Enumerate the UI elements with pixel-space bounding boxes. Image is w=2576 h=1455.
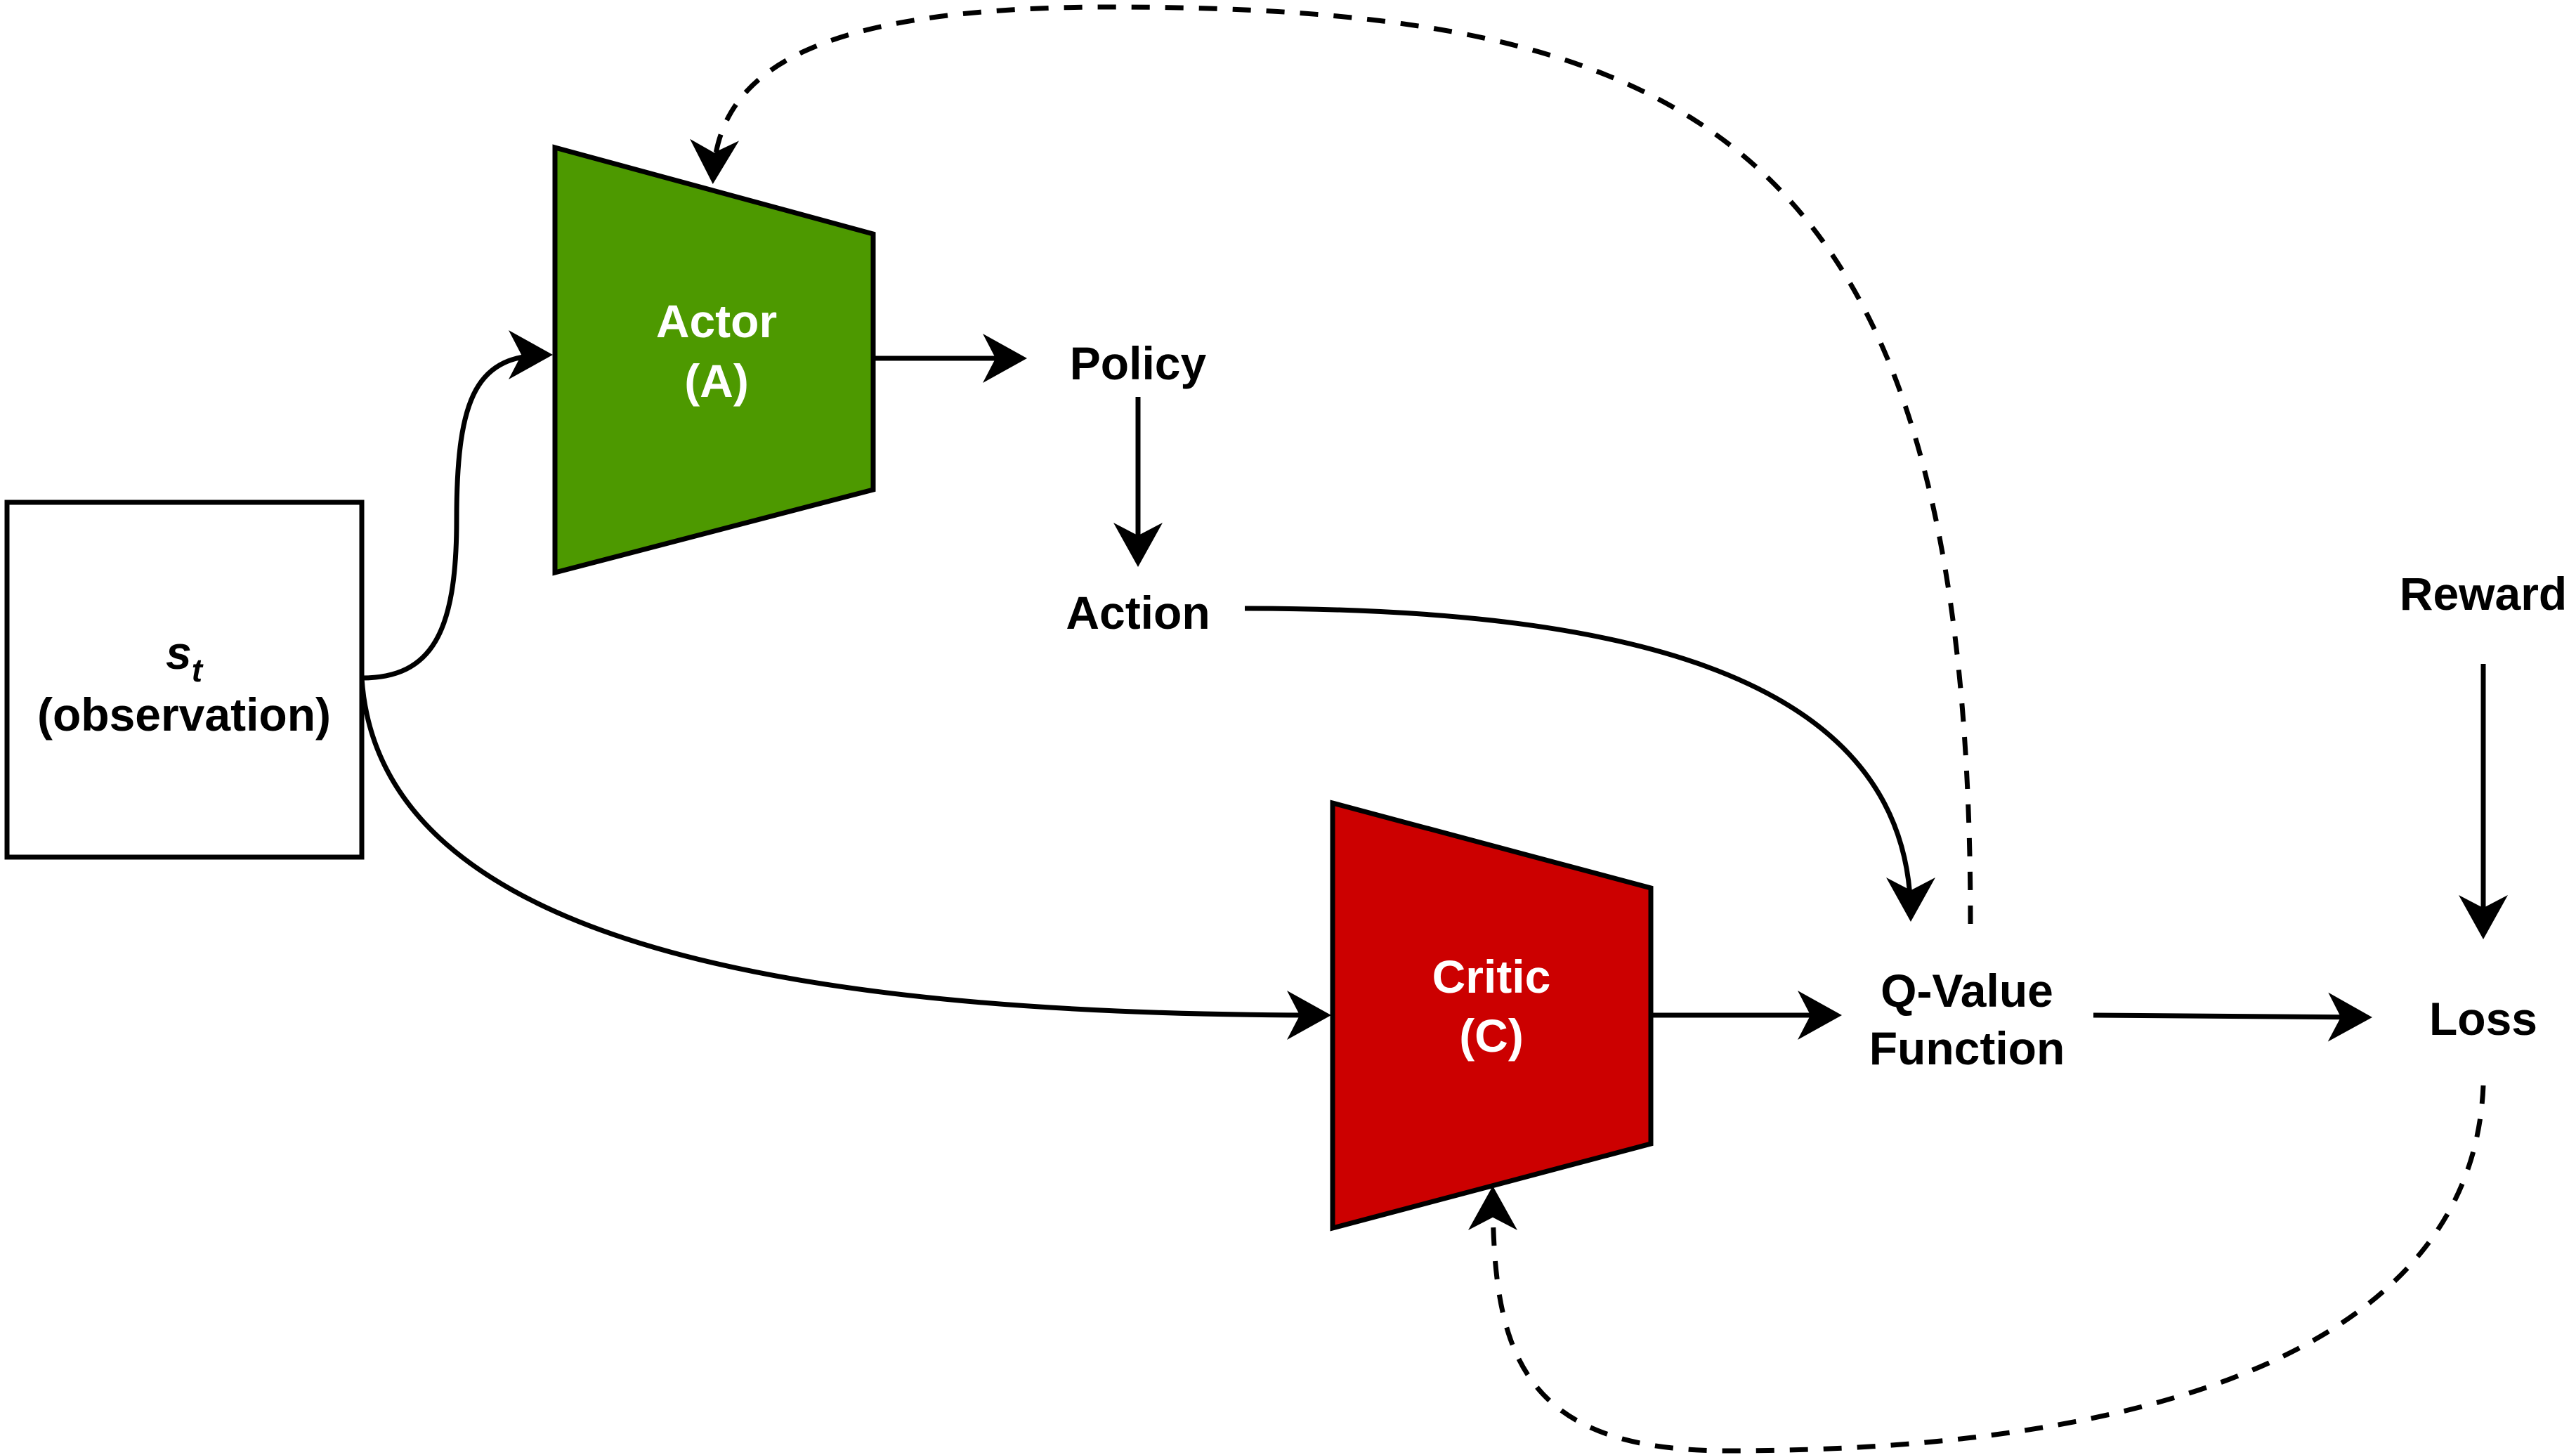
q-value-label-line2: Function bbox=[1869, 1022, 2065, 1074]
edge-action-to-q-value bbox=[1244, 606, 1935, 922]
q-value-node: Q-Value Function bbox=[1869, 965, 2065, 1074]
actor-node: Actor (A) bbox=[552, 144, 876, 576]
edge-q-value-to-loss bbox=[2093, 992, 2372, 1042]
actor-trapezoid bbox=[552, 144, 876, 576]
critic-node: Critic (C) bbox=[1330, 800, 1654, 1232]
observation-box bbox=[4, 500, 365, 860]
reward-label: Reward bbox=[2400, 568, 2567, 620]
q-value-label-line1: Q-Value bbox=[1881, 965, 2053, 1017]
observation-symbol: st bbox=[166, 627, 204, 689]
policy-label: Policy bbox=[1070, 337, 1207, 389]
actor-label-line2: (A) bbox=[684, 355, 749, 407]
observation-node: st (observation) bbox=[4, 500, 365, 860]
actor-label-line1: Actor bbox=[656, 295, 777, 347]
critic-trapezoid bbox=[1330, 800, 1654, 1232]
edge-loss-to-critic-dashed bbox=[1468, 1085, 2486, 1454]
action-label: Action bbox=[1066, 587, 1210, 639]
critic-label-line1: Critic bbox=[1432, 951, 1551, 1003]
critic-label-line2: (C) bbox=[1459, 1010, 1524, 1062]
observation-label: (observation) bbox=[37, 689, 331, 740]
edge-observation-to-actor bbox=[361, 330, 553, 681]
edge-q-value-to-actor-dashed bbox=[690, 4, 1973, 925]
loss-label: Loss bbox=[2429, 993, 2537, 1045]
edge-observation-to-critic bbox=[359, 677, 1331, 1040]
